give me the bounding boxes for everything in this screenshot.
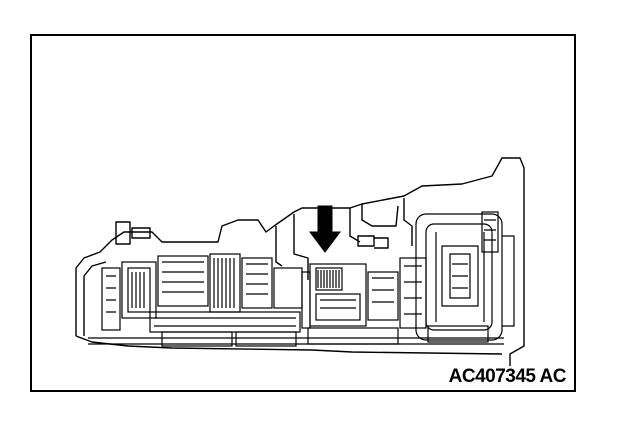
transmission-cross-section (75, 157, 525, 366)
figure-code-label: AC407345 AC (448, 366, 567, 387)
figure-frame: AC407345 AC (30, 34, 576, 392)
clutch-packs (88, 211, 515, 347)
case-outline (75, 157, 525, 366)
down-arrow-icon (309, 205, 341, 253)
